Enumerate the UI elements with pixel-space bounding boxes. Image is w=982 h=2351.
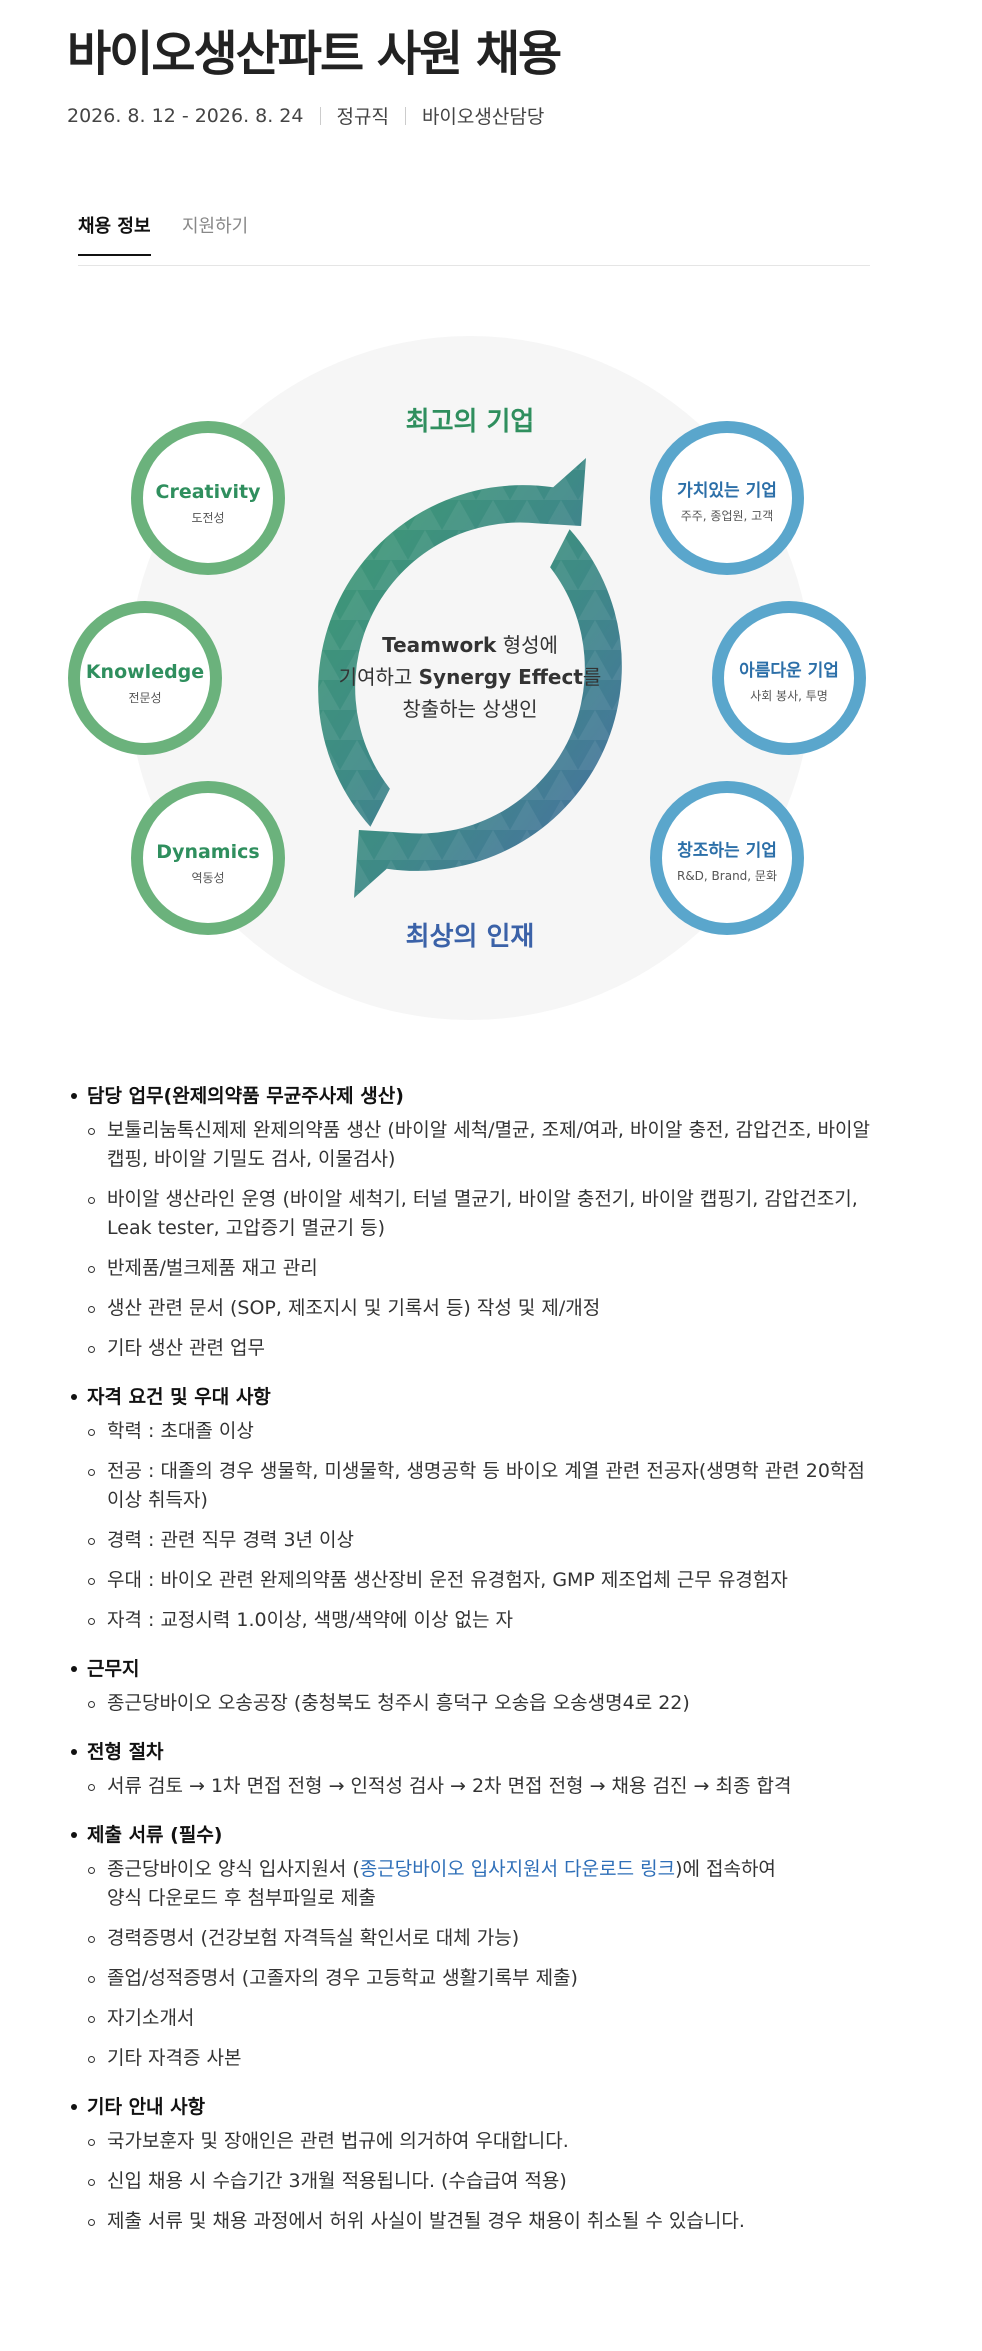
- svg-text:Dynamics: Dynamics: [156, 841, 259, 863]
- section-title: 담당 업무(완제의약품 무균주사제 생산): [87, 1085, 404, 1107]
- list-item: 서류 검토 → 1차 면접 전형 → 인적성 검사 → 2차 면접 전형 → 채…: [67, 1772, 887, 1801]
- section-duties: 담당 업무(완제의약품 무균주사제 생산) 보툴리눔톡신제제 완제의약품 생산 …: [67, 1082, 887, 1363]
- section-process: 전형 절차 서류 검토 → 1차 면접 전형 → 인적성 검사 → 2차 면접 …: [67, 1738, 887, 1801]
- tab-job-info[interactable]: 채용 정보: [78, 212, 151, 256]
- svg-text:사회 봉사, 투명: 사회 봉사, 투명: [750, 689, 828, 703]
- meta-divider: [404, 106, 406, 125]
- svg-text:Teamwork 형성에: Teamwork 형성에: [382, 633, 558, 657]
- tab-bar: 채용 정보 지원하기: [78, 212, 870, 266]
- section-title: 기타 안내 사항: [87, 2096, 206, 2118]
- list-item: 자기소개서: [67, 2004, 887, 2033]
- svg-text:전문성: 전문성: [128, 691, 161, 705]
- value-circle-creative-company: 창조하는 기업 R&D, Brand, 문화: [650, 781, 804, 935]
- section-qualifications: 자격 요건 및 우대 사항 학력 : 초대졸 이상 전공 : 대졸의 경우 생물…: [67, 1383, 887, 1635]
- list-item: 보툴리눔톡신제제 완제의약품 생산 (바이알 세척/멸균, 조제/여과, 바이알…: [67, 1116, 887, 1174]
- svg-text:기여하고 Synergy Effect를: 기여하고 Synergy Effect를: [339, 665, 602, 689]
- svg-text:아름다운 기업: 아름다운 기업: [739, 661, 839, 681]
- core-values-diagram: 최고의 기업 최상의 인재 Teamwork 형성에 기여하고 Synergy …: [68, 336, 866, 1020]
- section-title: 전형 절차: [87, 1741, 164, 1763]
- list-item: 종근당바이오 오송공장 (충청북도 청주시 흥덕구 오송읍 오송생명4로 22): [67, 1689, 887, 1718]
- section-location: 근무지 종근당바이오 오송공장 (충청북도 청주시 흥덕구 오송읍 오송생명4로…: [67, 1655, 887, 1718]
- value-circle-dynamics: Dynamics 역동성: [131, 781, 285, 935]
- value-circle-knowledge: Knowledge 전문성: [68, 601, 222, 755]
- list-item: 기타 생산 관련 업무: [67, 1334, 887, 1363]
- background-circle: [128, 336, 812, 1020]
- bullet-icon: [71, 1093, 77, 1099]
- list-item: 자격 : 교정시력 1.0이상, 색맹/색약에 이상 없는 자: [67, 1606, 887, 1635]
- list-item: 기타 자격증 사본: [67, 2044, 887, 2073]
- top-label: 최고의 기업: [406, 407, 535, 437]
- tab-apply[interactable]: 지원하기: [182, 216, 249, 237]
- svg-text:가치있는 기업: 가치있는 기업: [677, 481, 777, 501]
- section-documents: 제출 서류 (필수) 종근당바이오 양식 입사지원서 (종근당바이오 입사지원서…: [67, 1821, 887, 2073]
- list-item: 반제품/벌크제품 재고 관리: [67, 1254, 887, 1283]
- department: 바이오생산담당: [421, 106, 545, 128]
- center-text: Teamwork 형성에 기여하고 Synergy Effect를 창출하는 상…: [339, 633, 602, 721]
- meta-divider: [319, 106, 321, 125]
- svg-text:주주, 종업원, 고객: 주주, 종업원, 고객: [681, 509, 774, 523]
- list-item: 전공 : 대졸의 경우 생물학, 미생물학, 생명공학 등 바이오 계열 관련 …: [67, 1457, 887, 1515]
- list-item: 학력 : 초대졸 이상: [67, 1417, 887, 1446]
- bullet-icon: [71, 2104, 77, 2110]
- list-item: 우대 : 바이오 관련 완제의약품 생산장비 운전 유경험자, GMP 제조업체…: [67, 1566, 887, 1595]
- section-title: 근무지: [87, 1658, 140, 1680]
- bullet-icon: [71, 1394, 77, 1400]
- employment-type: 정규직: [336, 106, 389, 128]
- svg-text:R&D, Brand, 문화: R&D, Brand, 문화: [677, 869, 777, 883]
- list-item: 경력 : 관련 직무 경력 3년 이상: [67, 1526, 887, 1555]
- value-circle-beautiful-company: 아름다운 기업 사회 봉사, 투명: [712, 601, 866, 755]
- list-item: 졸업/성적증명서 (고졸자의 경우 고등학교 생활기록부 제출): [67, 1964, 887, 1993]
- svg-text:역동성: 역동성: [191, 871, 224, 885]
- bullet-icon: [71, 1666, 77, 1672]
- list-item: 제출 서류 및 채용 과정에서 허위 사실이 발견될 경우 채용이 취소될 수 …: [67, 2207, 887, 2236]
- list-item: 종근당바이오 양식 입사지원서 (종근당바이오 입사지원서 다운로드 링크)에 …: [67, 1855, 887, 1913]
- cycle-arrows: [318, 458, 622, 898]
- bullet-icon: [71, 1749, 77, 1755]
- list-item: 생산 관련 문서 (SOP, 제조지시 및 기록서 등) 작성 및 제/개정: [67, 1294, 887, 1323]
- application-form-download-link[interactable]: 종근당바이오 입사지원서 다운로드 링크: [359, 1858, 676, 1880]
- svg-text:Knowledge: Knowledge: [86, 661, 204, 683]
- svg-text:창조하는 기업: 창조하는 기업: [677, 841, 777, 861]
- svg-text:도전성: 도전성: [191, 511, 224, 525]
- bottom-label: 최상의 인재: [406, 922, 535, 952]
- svg-text:창출하는 상생인: 창출하는 상생인: [402, 697, 537, 721]
- section-notes: 기타 안내 사항 국가보훈자 및 장애인은 관련 법규에 의거하여 우대합니다.…: [67, 2093, 887, 2236]
- list-item: 국가보훈자 및 장애인은 관련 법규에 의거하여 우대합니다.: [67, 2127, 887, 2156]
- page-title: 바이오생산파트 사원 채용: [67, 26, 562, 82]
- section-title: 자격 요건 및 우대 사항: [87, 1386, 271, 1408]
- job-description: 담당 업무(완제의약품 무균주사제 생산) 보툴리눔톡신제제 완제의약품 생산 …: [67, 1082, 887, 2256]
- posting-period: 2026. 8. 12 - 2026. 8. 24: [67, 104, 304, 127]
- value-circle-valuable-company: 가치있는 기업 주주, 종업원, 고객: [650, 421, 804, 575]
- bullet-icon: [71, 1832, 77, 1838]
- list-item: 바이알 생산라인 운영 (바이알 세척기, 터널 멸균기, 바이알 충전기, 바…: [67, 1185, 887, 1243]
- svg-text:Creativity: Creativity: [156, 481, 262, 503]
- value-circle-creativity: Creativity 도전성: [131, 421, 285, 575]
- list-item: 경력증명서 (건강보험 자격득실 확인서로 대체 가능): [67, 1924, 887, 1953]
- list-item: 신입 채용 시 수습기간 3개월 적용됩니다. (수습급여 적용): [67, 2167, 887, 2196]
- posting-meta: 2026. 8. 12 - 2026. 8. 24 정규직 바이오생산담당: [67, 102, 544, 129]
- section-title: 제출 서류 (필수): [87, 1824, 223, 1846]
